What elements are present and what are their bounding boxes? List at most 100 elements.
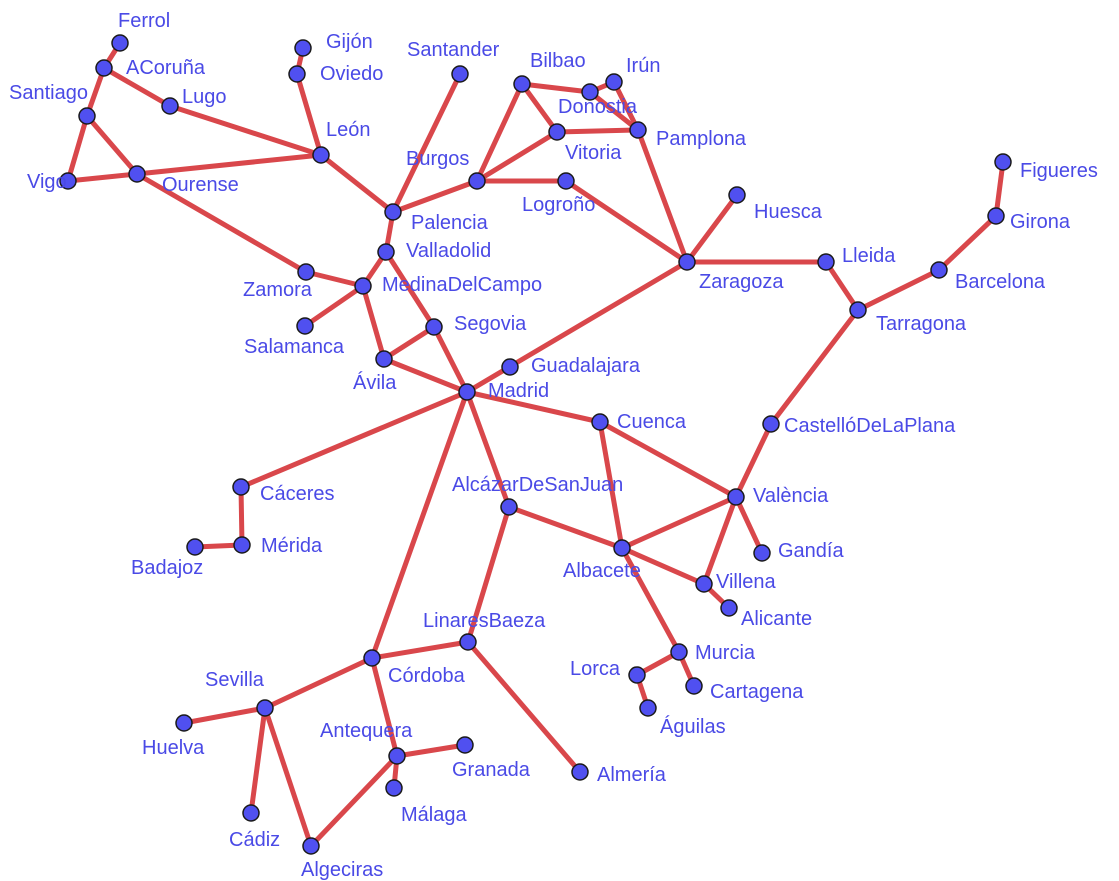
node-sevilla: [256, 699, 274, 717]
edge-segovia-madrid: [431, 324, 470, 395]
node-label-zamora: Zamora: [243, 279, 313, 301]
node-huelva: [175, 714, 193, 732]
node-zaragoza: [678, 253, 696, 271]
edge-valladolid-segovia: [383, 249, 437, 330]
node-label-irun: Irún: [626, 55, 660, 77]
node-huesca: [728, 186, 746, 204]
node-label-ourense: Ourense: [162, 174, 239, 196]
node-label-malaga: Málaga: [401, 804, 467, 826]
node-malaga: [385, 779, 403, 797]
node-linares-baeza: [459, 633, 477, 651]
node-label-granada: Granada: [452, 759, 531, 781]
edge-sevilla-algeciras: [262, 705, 314, 849]
edge-lugo-leon: [167, 103, 324, 158]
node-label-palencia: Palencia: [411, 212, 489, 234]
edge-madrid-alcazar-de-san-juan: [464, 389, 512, 510]
node-label-barcelona: Barcelona: [955, 271, 1046, 293]
node-label-segovia: Segovia: [454, 313, 527, 335]
node-label-valencia: València: [753, 485, 829, 507]
node-label-lorca: Lorca: [570, 658, 621, 680]
edge-madrid-cuenca: [464, 389, 603, 425]
node-label-almeria: Almería: [597, 764, 667, 786]
edge-vitoria-pamplona: [554, 127, 641, 135]
node-bilbao: [513, 75, 531, 93]
node-gijon: [294, 39, 312, 57]
edge-leon-palencia: [318, 152, 396, 215]
edge-santander-palencia: [390, 71, 463, 215]
node-salamanca: [296, 317, 314, 335]
node-lugo: [161, 97, 179, 115]
node-label-oviedo: Oviedo: [320, 63, 383, 85]
edge-linares-baeza-almeria: [465, 639, 583, 775]
node-label-tarragona: Tarragona: [876, 313, 967, 335]
node-algeciras: [302, 837, 320, 855]
edge-bilbao-donostia: [519, 81, 593, 95]
node-cordoba: [363, 649, 381, 667]
node-label-salamanca: Salamanca: [244, 336, 345, 358]
node-label-huesca: Huesca: [754, 201, 823, 223]
node-label-bilbao: Bilbao: [530, 50, 586, 72]
node-barcelona: [930, 261, 948, 279]
node-label-leon: León: [326, 119, 371, 141]
edge-bilbao-vitoria: [519, 81, 560, 135]
edge-oviedo-leon: [294, 71, 324, 158]
edge-lleida-tarragona: [823, 259, 861, 313]
node-ferrol: [111, 34, 129, 52]
node-label-gandia: Gandía: [778, 540, 844, 562]
node-label-medina-del-campo: MedinaDelCampo: [382, 274, 542, 296]
node-figueres: [994, 153, 1012, 171]
node-label-santiago: Santiago: [9, 82, 88, 104]
node-label-figueres: Figueres: [1020, 160, 1098, 182]
node-valladolid: [377, 243, 395, 261]
node-label-ferrol: Ferrol: [118, 10, 170, 32]
node-vigo: [59, 172, 77, 190]
edges-layer: [65, 40, 1006, 849]
edge-antequera-algeciras: [308, 753, 400, 849]
node-label-valladolid: Valladolid: [406, 240, 491, 262]
edge-tarragona-castello-de-la-plana: [768, 307, 861, 427]
node-label-cartagena: Cartagena: [710, 681, 804, 703]
edge-salamanca-medina-del-campo: [302, 283, 366, 329]
node-aguilas: [639, 699, 657, 717]
edge-medina-del-campo-avila: [360, 283, 387, 362]
node-label-vigo: Vigo: [27, 171, 67, 193]
node-vitoria: [548, 123, 566, 141]
edge-ourense-leon: [134, 152, 324, 177]
node-donostia: [581, 83, 599, 101]
edge-burgos-vitoria: [474, 129, 560, 184]
edge-barcelona-tarragona: [855, 267, 942, 313]
node-label-lugo: Lugo: [182, 86, 227, 108]
edge-girona-barcelona: [936, 213, 999, 273]
edge-albacete-murcia: [619, 545, 682, 655]
node-label-badajoz: Badajoz: [131, 557, 203, 579]
node-label-alcazar-de-san-juan: AlcázarDeSanJuan: [452, 474, 623, 496]
node-santander: [451, 65, 469, 83]
node-cadiz: [242, 804, 260, 822]
node-oviedo: [288, 65, 306, 83]
edge-vigo-ourense: [65, 171, 140, 184]
node-granada: [456, 736, 474, 754]
node-irun: [605, 73, 623, 91]
node-label-caceres: Cáceres: [260, 483, 334, 505]
node-label-girona: Girona: [1010, 211, 1071, 233]
node-label-avila: Ávila: [353, 371, 397, 394]
node-palencia: [384, 203, 402, 221]
node-label-cordoba: Córdoba: [388, 665, 466, 687]
node-label-donostia: Donostia: [558, 96, 638, 118]
node-label-alicante: Alicante: [741, 608, 812, 630]
node-zamora: [297, 263, 315, 281]
node-label-gijon: Gijón: [326, 31, 373, 53]
node-medina-del-campo: [354, 277, 372, 295]
node-label-cadiz: Cádiz: [229, 829, 280, 851]
node-avila: [375, 350, 393, 368]
node-guadalajara: [501, 358, 519, 376]
node-ourense: [128, 165, 146, 183]
edge-alcazar-de-san-juan-linares-baeza: [465, 504, 512, 645]
nodes-layer: [59, 34, 1012, 855]
edge-valencia-gandia: [733, 494, 765, 556]
node-murcia: [670, 643, 688, 661]
node-segovia: [425, 318, 443, 336]
node-logrono: [557, 172, 575, 190]
edge-figueres-girona: [993, 159, 1006, 219]
